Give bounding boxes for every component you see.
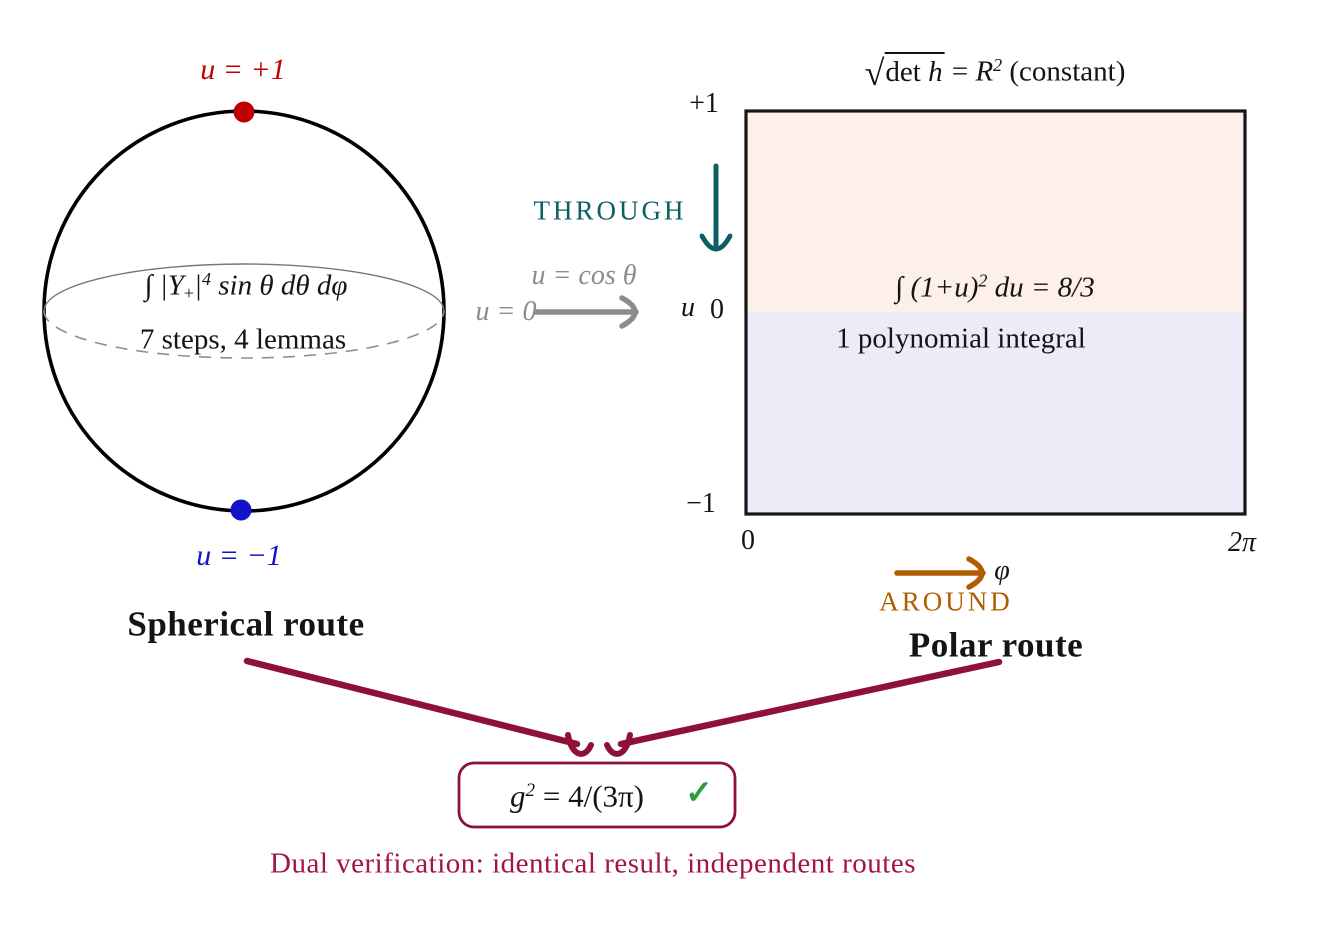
equator-label: u = 0 <box>475 296 537 327</box>
plot-title-R: R <box>975 55 994 88</box>
left-route-line <box>243 657 581 748</box>
south-pole-label: u = −1 <box>196 539 282 572</box>
ytick-zero: 0 <box>710 294 724 325</box>
sqrt-icon: √ <box>864 53 885 93</box>
through-arrow <box>699 163 733 252</box>
result-formula: g2 = 4/(3π) <box>510 781 644 812</box>
plot-title-eq: = <box>944 55 976 88</box>
left-route-hook <box>565 732 594 757</box>
through-arrowhead <box>699 233 733 252</box>
north-pole-label: u = +1 <box>200 53 286 86</box>
plot-integral-post: du = 8/3 <box>987 271 1095 304</box>
south-half-fill <box>747 312 1244 513</box>
right-route-hook <box>604 732 633 757</box>
plot-integral-pre: ∫ (1+u) <box>895 271 979 304</box>
result-sup: 2 <box>525 779 536 801</box>
sphere-diagram <box>42 101 446 521</box>
checkmark-icon: ✓ <box>685 775 713 812</box>
equator-back-arc <box>43 310 445 359</box>
sphere-integral-mid: | <box>194 269 203 302</box>
polar-rectangle <box>744 109 1247 516</box>
plot-title-det: det <box>885 55 921 88</box>
plot-title-rest: (constant) <box>1002 55 1126 88</box>
substitution-label: u = cos θ <box>531 260 637 291</box>
south-pole-dot <box>230 499 252 521</box>
polar-route-title: Polar route <box>908 625 1084 665</box>
plot-title-sup: 2 <box>993 54 1003 75</box>
result-g: g <box>509 778 526 814</box>
result-box <box>457 761 737 829</box>
footer-caption: Dual verification: identical result, ind… <box>270 847 916 880</box>
plot-border <box>744 109 1247 516</box>
plot-title-radicand: det h <box>884 51 945 88</box>
sphere-effort-note: 7 steps, 4 lemmas <box>139 323 347 356</box>
plot-title: √det h = R2 (constant) <box>864 51 1126 93</box>
substitution-arrowhead <box>619 295 638 329</box>
plot-integral-sup: 2 <box>978 270 988 291</box>
sphere-outline <box>42 109 446 513</box>
ytick-minus1: −1 <box>686 488 716 519</box>
ytick-plus1: +1 <box>689 88 719 119</box>
through-label: THROUGH <box>533 195 687 226</box>
xtick-zero: 0 <box>741 525 755 556</box>
north-half-fill <box>747 112 1244 312</box>
sphere-integral-sub: + <box>183 283 195 304</box>
x-axis-label: φ <box>994 555 1010 586</box>
around-arrow <box>894 556 986 590</box>
plot-title-h: h <box>928 55 943 88</box>
spherical-route-title: Spherical route <box>127 604 365 644</box>
route-converge-lines <box>243 657 1003 757</box>
right-route-line <box>617 658 1003 748</box>
xtick-2pi: 2π <box>1227 527 1257 558</box>
substitution-arrow <box>533 295 639 329</box>
result-rest: = 4/(3π) <box>535 778 645 814</box>
sphere-integral-pre: ∫ |Y <box>144 269 184 302</box>
north-pole-dot <box>233 101 255 123</box>
equator-front-arc <box>43 263 445 312</box>
plot-integral: ∫ (1+u)2 du = 8/3 <box>895 272 1094 303</box>
sphere-integral: ∫ |Y+|4 sin θ dθ dφ <box>145 270 348 302</box>
sphere-integral-sup: 4 <box>202 268 212 289</box>
plot-note: 1 polynomial integral <box>836 322 1086 355</box>
around-label: AROUND <box>879 586 1013 617</box>
y-axis-label: u <box>681 292 695 323</box>
around-arrowhead <box>966 556 985 590</box>
sphere-integral-post: sin θ dθ dφ <box>211 269 348 302</box>
